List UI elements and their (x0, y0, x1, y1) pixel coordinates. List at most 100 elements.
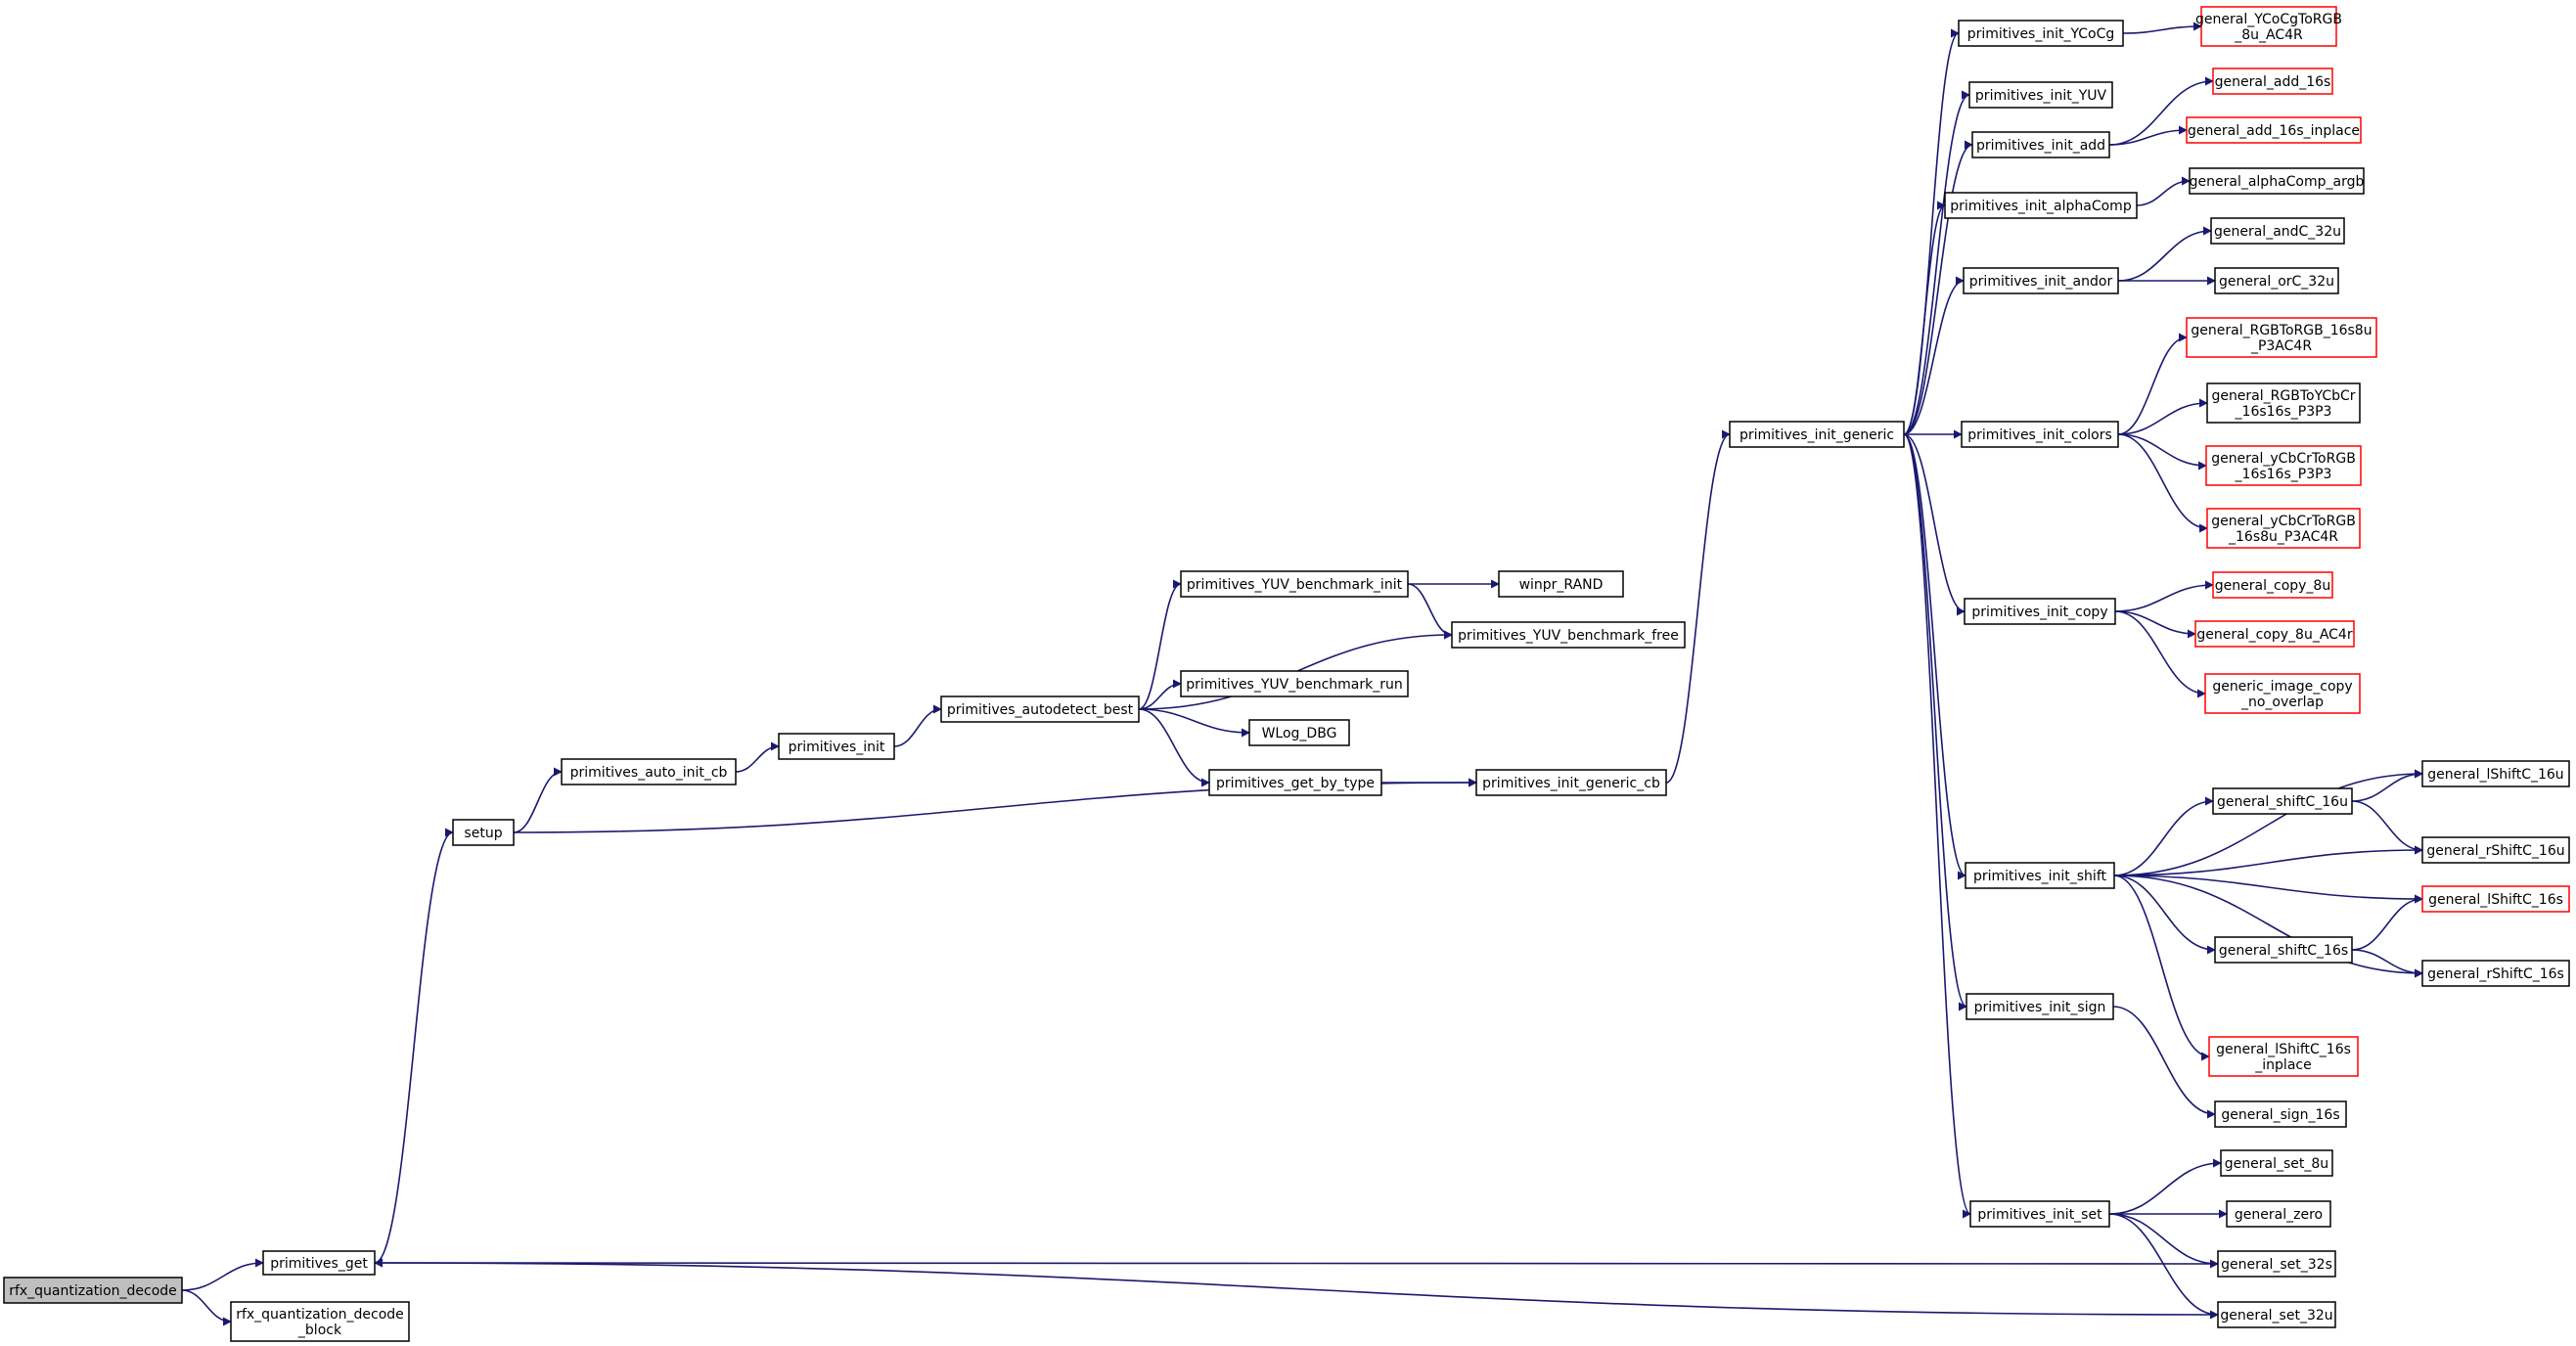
node-general_RGBToRGB_16s8u_P3AC4R[interactable]: general_RGBToRGB_16s8u_P3AC4R (2186, 317, 2377, 358)
node-box[interactable] (1180, 670, 1409, 697)
node-general_rShiftC_16s[interactable]: general_rShiftC_16s (2421, 960, 2570, 987)
node-general_yCbCrToRGB_16s16s_P3P3[interactable]: general_yCbCrToRGB_16s16s_P3P3 (2205, 445, 2362, 486)
node-primitives_init_alphaComp[interactable]: primitives_init_alphaComp (1944, 192, 2138, 219)
node-box[interactable] (561, 758, 737, 785)
node-primitives_init_colors[interactable]: primitives_init_colors (1961, 421, 2119, 448)
node-box[interactable] (1961, 421, 2119, 448)
node-box[interactable] (2214, 1100, 2347, 1128)
node-box[interactable] (2212, 787, 2353, 815)
node-box[interactable] (1969, 1200, 2110, 1228)
node-box[interactable] (2200, 6, 2337, 47)
node-box[interactable] (1958, 20, 2124, 47)
node-box[interactable] (2214, 936, 2353, 964)
node-box[interactable] (2421, 885, 2570, 913)
node-box[interactable] (2205, 445, 2362, 486)
node-general_set_32s[interactable]: general_set_32s (2217, 1250, 2336, 1278)
node-general_set_32u[interactable]: general_set_32u (2217, 1301, 2336, 1328)
node-box[interactable] (3, 1277, 183, 1304)
node-general_set_8u[interactable]: general_set_8u (2220, 1149, 2333, 1177)
node-primitives_init[interactable]: primitives_init (778, 733, 895, 760)
node-box[interactable] (2186, 116, 2362, 144)
node-primitives_init_YCoCg[interactable]: primitives_init_YCoCg (1958, 20, 2124, 47)
node-general_copy_8u[interactable]: general_copy_8u (2212, 571, 2333, 599)
node-box[interactable] (262, 1250, 376, 1276)
node-box[interactable] (2421, 760, 2570, 787)
node-box[interactable] (940, 695, 1140, 723)
node-box[interactable] (1498, 570, 1624, 598)
node-box[interactable] (2206, 382, 2361, 424)
node-general_lShiftC_16s_inplace[interactable]: general_lShiftC_16s_inplace (2208, 1036, 2359, 1077)
node-box[interactable] (1180, 570, 1409, 598)
node-general_rShiftC_16u[interactable]: general_rShiftC_16u (2421, 836, 2570, 864)
node-generic_image_copy_no_overlap[interactable]: generic_image_copy_no_overlap (2204, 673, 2361, 714)
node-box[interactable] (1208, 769, 1382, 796)
node-general_shiftC_16s[interactable]: general_shiftC_16s (2214, 936, 2353, 964)
node-primitives_YUV_benchmark_free[interactable]: primitives_YUV_benchmark_free (1451, 621, 1686, 649)
node-general_add_16s_inplace[interactable]: general_add_16s_inplace (2186, 116, 2362, 144)
node-primitives_init_shift[interactable]: primitives_init_shift (1965, 862, 2115, 889)
node-box[interactable] (1451, 621, 1686, 649)
node-primitives_init_andor[interactable]: primitives_init_andor (1963, 267, 2119, 294)
node-primitives_init_generic_cb[interactable]: primitives_init_generic_cb (1475, 769, 1667, 796)
node-general_alphaComp_argb[interactable]: general_alphaComp_argb (2189, 167, 2365, 195)
node-setup[interactable]: setup (452, 819, 515, 846)
node-box[interactable] (1475, 769, 1667, 796)
node-box[interactable] (778, 733, 895, 760)
node-box[interactable] (1966, 993, 2114, 1020)
node-general_add_16s[interactable]: general_add_16s (2212, 67, 2333, 95)
node-primitives_get[interactable]: primitives_get (262, 1250, 376, 1276)
node-box[interactable] (2217, 1301, 2336, 1328)
node-box[interactable] (2212, 571, 2333, 599)
node-box[interactable] (2212, 67, 2333, 95)
node-box[interactable] (1944, 192, 2138, 219)
node-box[interactable] (2210, 217, 2345, 245)
node-box[interactable] (1963, 267, 2119, 294)
node-general_YCoCgToRGB_8u_AC4R[interactable]: general_YCoCgToRGB_8u_AC4R (2195, 6, 2342, 47)
node-box[interactable] (1964, 598, 2116, 625)
node-rfx_quantization_decode[interactable]: rfx_quantization_decode (3, 1277, 183, 1304)
node-box[interactable] (2214, 267, 2339, 294)
node-box[interactable] (1968, 81, 2113, 109)
node-primitives_get_by_type[interactable]: primitives_get_by_type (1208, 769, 1382, 796)
node-box[interactable] (2421, 836, 2570, 864)
node-general_RGBToYCbCr_16s16s_P3P3[interactable]: general_RGBToYCbCr_16s16s_P3P3 (2206, 382, 2361, 424)
node-general_copy_8u_AC4r[interactable]: general_copy_8u_AC4r (2194, 620, 2355, 648)
node-rfx_quantization_decode_block[interactable]: rfx_quantization_decode_block (230, 1301, 410, 1342)
node-box[interactable] (2189, 167, 2365, 195)
node-primitives_autodetect_best[interactable]: primitives_autodetect_best (940, 695, 1140, 723)
node-box[interactable] (2220, 1149, 2333, 1177)
node-general_lShiftC_16u[interactable]: general_lShiftC_16u (2421, 760, 2570, 787)
node-WLog_DBG[interactable]: WLog_DBG (1248, 719, 1350, 746)
node-general_orC_32u[interactable]: general_orC_32u (2214, 267, 2339, 294)
node-box[interactable] (2208, 1036, 2359, 1077)
node-primitives_init_YUV[interactable]: primitives_init_YUV (1968, 81, 2113, 109)
node-primitives_init_add[interactable]: primitives_init_add (1971, 131, 2110, 158)
node-primitives_auto_init_cb[interactable]: primitives_auto_init_cb (561, 758, 737, 785)
node-general_sign_16s[interactable]: general_sign_16s (2214, 1100, 2347, 1128)
node-primitives_init_copy[interactable]: primitives_init_copy (1964, 598, 2116, 625)
node-primitives_init_sign[interactable]: primitives_init_sign (1966, 993, 2114, 1020)
node-general_andC_32u[interactable]: general_andC_32u (2210, 217, 2345, 245)
node-box[interactable] (2206, 508, 2361, 549)
node-box[interactable] (1971, 131, 2110, 158)
node-box[interactable] (2204, 673, 2361, 714)
node-general_lShiftC_16s[interactable]: general_lShiftC_16s (2421, 885, 2570, 913)
node-box[interactable] (2421, 960, 2570, 987)
node-box[interactable] (230, 1301, 410, 1342)
node-general_zero[interactable]: general_zero (2226, 1200, 2331, 1228)
node-box[interactable] (2217, 1250, 2336, 1278)
node-box[interactable] (2226, 1200, 2331, 1228)
node-box[interactable] (452, 819, 515, 846)
node-primitives_init_set[interactable]: primitives_init_set (1969, 1200, 2110, 1228)
node-box[interactable] (1729, 421, 1905, 448)
node-general_yCbCrToRGB_16s8u_P3AC4R[interactable]: general_yCbCrToRGB_16s8u_P3AC4R (2206, 508, 2361, 549)
node-box[interactable] (1248, 719, 1350, 746)
node-primitives_YUV_benchmark_run[interactable]: primitives_YUV_benchmark_run (1180, 670, 1409, 697)
node-primitives_init_generic[interactable]: primitives_init_generic (1729, 421, 1905, 448)
node-primitives_YUV_benchmark_init[interactable]: primitives_YUV_benchmark_init (1180, 570, 1409, 598)
node-box[interactable] (1965, 862, 2115, 889)
node-general_shiftC_16u[interactable]: general_shiftC_16u (2212, 787, 2353, 815)
node-box[interactable] (2194, 620, 2355, 648)
node-winpr_RAND[interactable]: winpr_RAND (1498, 570, 1624, 598)
node-box[interactable] (2186, 317, 2377, 358)
